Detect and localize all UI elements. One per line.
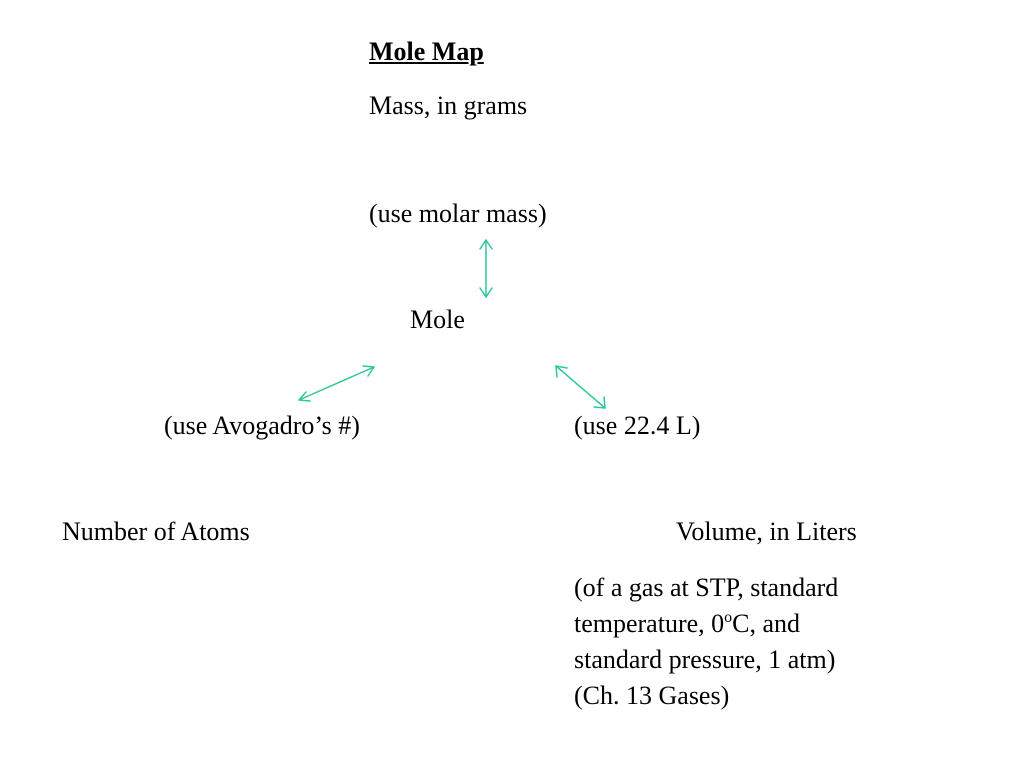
mass-in-grams-label: Mass, in grams (369, 91, 528, 120)
molar-mass-conversion-label: (use molar mass) (369, 199, 547, 228)
liters-conversion-label: (use 22.4 L) (574, 411, 701, 440)
stp-note-line: standard pressure, 1 atm) (574, 645, 836, 674)
volume-in-liters-label: Volume, in Liters (676, 517, 857, 546)
stp-note: (of a gas at STP, standard temperature, … (574, 570, 974, 714)
stp-note-text: temperature, 0 (574, 609, 725, 638)
arrow-mole-avogadro (298, 365, 375, 402)
page-title: Mole Map (369, 37, 484, 66)
arrow-mole-liters (555, 365, 606, 409)
stp-note-line: temperature, 0oC, and (574, 606, 974, 642)
avogadro-conversion-label: (use Avogadro’s #) (164, 411, 360, 440)
stp-note-line: (Ch. 13 Gases) (574, 681, 730, 710)
stp-note-line: (of a gas at STP, standard (574, 573, 839, 602)
stp-note-text: C, and (732, 609, 801, 638)
degree-superscript: o (724, 609, 733, 626)
number-of-atoms-label: Number of Atoms (62, 517, 250, 546)
mole-label: Mole (410, 305, 465, 334)
arrow-molar-mass-mole (479, 239, 493, 298)
